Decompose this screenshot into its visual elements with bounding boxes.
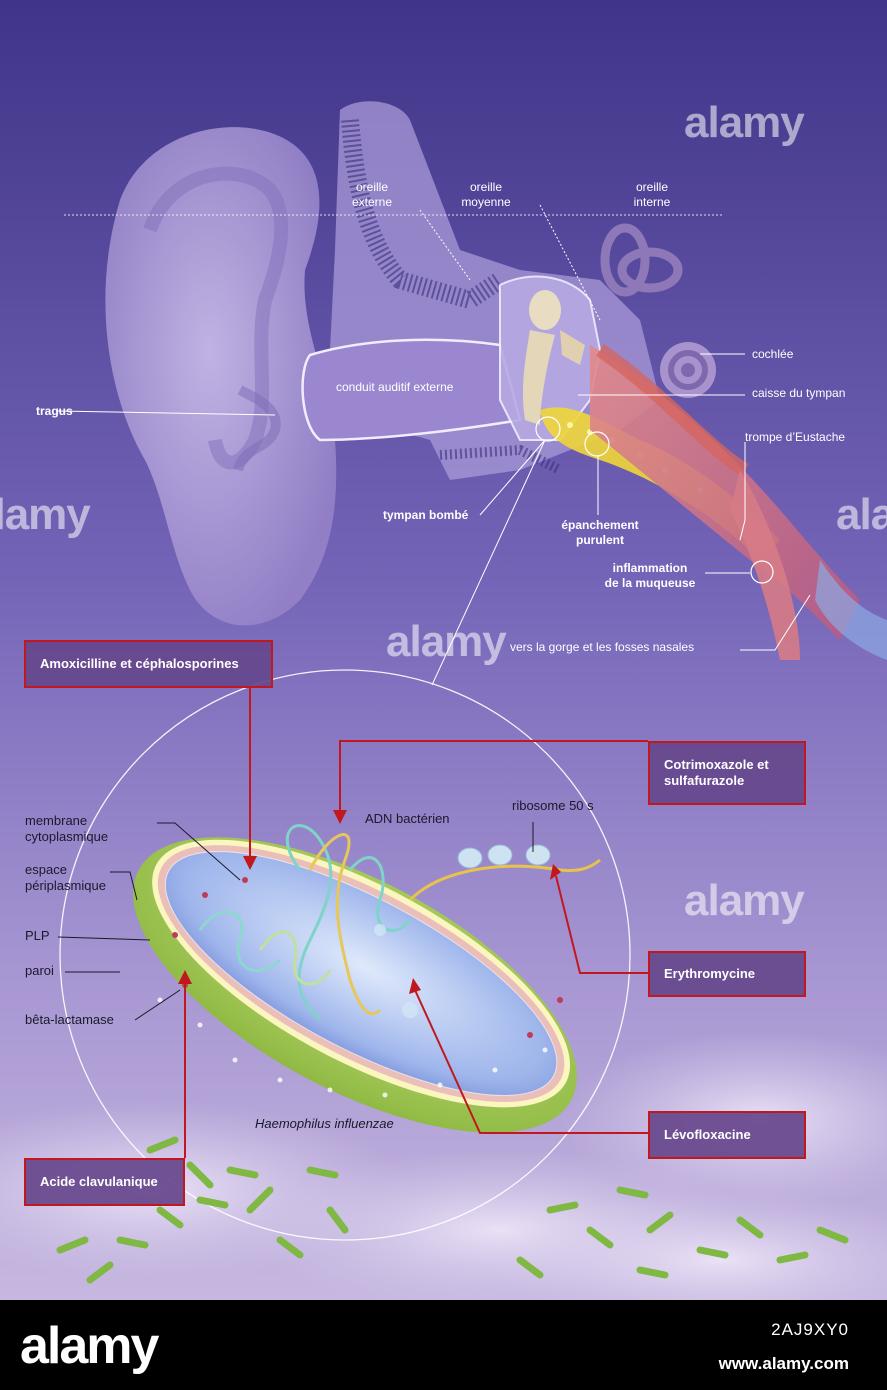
footer-bar: alamy 2AJ9XY0 www.alamy.com [0, 1300, 887, 1390]
label-haemophilus-influenzae: Haemophilus influenzae [255, 1116, 394, 1131]
ear-and-bacteria-illustration [0, 0, 887, 1330]
drug-box-cotrimoxazole: Cotrimoxazole et sulfafurazole [648, 741, 806, 805]
label-cochlee: cochlée [752, 347, 794, 361]
label-tympan-bombe: tympan bombé [383, 508, 469, 522]
label-oreille-externe: oreille externe [351, 180, 393, 209]
watermark: alamy [684, 876, 805, 925]
footer-logo: alamy [20, 1317, 159, 1375]
footer-url[interactable]: www.alamy.com [718, 1354, 849, 1373]
label-oreille-moyenne: oreille moyenne [461, 180, 511, 209]
label-epanchement-purulent: épanchement purulent [561, 518, 639, 547]
label-inflammation-muqueuse: inflammation de la muqueuse [604, 561, 696, 590]
label-plp: PLP [25, 928, 50, 943]
label-tragus: tragus [36, 404, 73, 418]
label-trompe-eustache: trompe d’Eustache [745, 430, 846, 444]
label-ribosome-50s: ribosome 50 s [512, 798, 594, 813]
watermark: alamy [0, 490, 91, 539]
drug-box-amoxicilline: Amoxicilline et céphalosporines [24, 640, 273, 688]
drug-box-erythromycine: Erythromycine [648, 951, 806, 997]
watermark: alamy [836, 490, 887, 539]
label-membrane-cytoplasmique: membrane cytoplasmique [25, 813, 109, 844]
label-conduit-auditif: conduit auditif externe [336, 380, 454, 394]
label-adn-bacterien: ADN bactérien [365, 811, 450, 826]
drug-box-acide-clavulanique: Acide clavulanique [24, 1158, 185, 1206]
label-beta-lactamase: bêta-lactamase [25, 1012, 114, 1027]
label-caisse-du-tympan: caisse du tympan [752, 386, 846, 400]
watermark: alamy [386, 617, 507, 666]
footer-image-id: 2AJ9XY0 [771, 1320, 849, 1339]
drug-box-levofloxacine: Lévofloxacine [648, 1111, 806, 1159]
label-oreille-interne: oreille interne [633, 180, 671, 209]
watermark: alamy [684, 98, 805, 147]
label-paroi: paroi [25, 963, 54, 978]
label-espace-periplasmique: espace périplasmique [25, 862, 106, 893]
label-vers-la-gorge: vers la gorge et les fosses nasales [510, 640, 695, 654]
